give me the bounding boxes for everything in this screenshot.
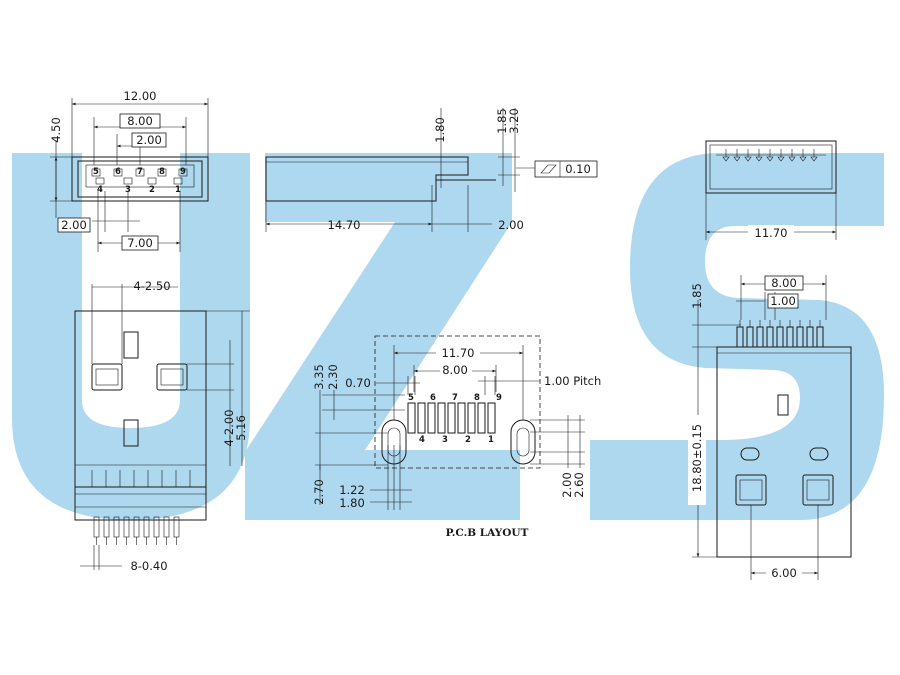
side-d2-dim: 3.20	[507, 108, 521, 134]
pcb-pad	[437, 402, 446, 434]
pcb-pad	[417, 402, 426, 434]
side-d1-dim: 1.85	[495, 108, 509, 134]
pcb-span-dim: 11.70	[442, 346, 475, 360]
pcb-pad	[447, 402, 456, 434]
front-pin-label: 3	[125, 185, 131, 195]
pcb-layout: 5 6 7 8 9 4 3 2 1 11.70 8.00 0.70 1.00 Pitch	[312, 335, 601, 539]
pcb-slot-spacing-dim: 1.80	[339, 496, 365, 510]
pcb-pad	[467, 402, 476, 434]
rear-contact-tip	[777, 156, 785, 162]
front-view: 5 6 7 8 9 4 3 2 1 12.00 8.00 2.00 4.50 2.00	[49, 89, 209, 252]
rear-contact-tip	[722, 156, 730, 162]
right-top-view: 8.00 1.00 1.85 18.80±0.15 6.00	[688, 275, 852, 580]
side-flatness-dim: 0.10	[565, 162, 591, 176]
pcb-pitch-dim: 1.00 Pitch	[544, 374, 601, 388]
front-contact-lower	[123, 177, 133, 185]
rear-view: 11.70	[705, 140, 837, 240]
pcb-layout-title: P.C.B LAYOUT	[446, 527, 529, 539]
side-tail-dim: 2.00	[498, 218, 524, 232]
front-contact-lower	[173, 177, 183, 185]
pcb-pad-width-dim: 0.70	[345, 376, 371, 390]
front-pin-label: 7	[137, 167, 143, 177]
front-pin-label: 5	[93, 167, 99, 177]
pcb-inner-dim: 8.00	[442, 363, 468, 377]
pcb-pin-label: 9	[496, 393, 502, 403]
side-length-dim: 14.70	[328, 218, 361, 232]
rear-contact-tip	[799, 156, 807, 162]
pcb-pin-label: 1	[488, 435, 494, 445]
right-tip-dim: 1.85	[690, 283, 704, 309]
rear-width-dim: 11.70	[755, 226, 788, 240]
rear-contact-tip	[788, 156, 796, 162]
front-bottom-pitch-dim: 2.00	[61, 218, 87, 232]
front-pin-label: 9	[180, 167, 186, 177]
front-width-dim: 12.00	[124, 89, 157, 103]
pcb-d335-dim: 3.35	[312, 364, 326, 390]
pcb-pin-label: 2	[465, 435, 471, 445]
pcb-d230-dim: 2.30	[326, 364, 340, 390]
pcb-pin-label: 8	[474, 393, 480, 403]
front-pin-label: 6	[115, 167, 121, 177]
pcb-pin-label: 6	[430, 393, 436, 403]
pcb-d200-dim: 2.00	[560, 472, 574, 498]
front-bottom-span-dim: 7.00	[127, 236, 153, 250]
front-pin-label: 4	[97, 185, 103, 195]
right-inner-dim: 8.00	[771, 276, 797, 290]
top-d2-dim: 5.16	[234, 415, 248, 441]
pcb-pin-label: 4	[419, 435, 425, 445]
front-pitch-dim: 2.00	[136, 133, 162, 147]
pcb-d260-dim: 2.60	[572, 472, 586, 498]
rear-contact-tip	[733, 156, 741, 162]
pcb-pad	[407, 402, 416, 434]
right-pitch-dim: 1.00	[770, 294, 796, 308]
front-contact	[135, 168, 145, 177]
pcb-pad	[487, 402, 496, 434]
top-leads-dim: 8-0.40	[130, 559, 167, 573]
side-step-dim: 1.80	[433, 117, 447, 143]
front-contact	[113, 168, 123, 177]
pcb-pad	[427, 402, 436, 434]
front-contact	[157, 168, 167, 177]
rear-contact-tip	[810, 156, 818, 162]
top-holes-dim: 4-2.50	[133, 279, 170, 293]
rear-contact-tip	[766, 156, 774, 162]
right-length-dim: 18.80±0.15	[690, 424, 704, 492]
front-pin-label: 2	[149, 185, 155, 195]
pcb-d270-dim: 2.70	[312, 479, 326, 505]
pcb-pad	[457, 402, 466, 434]
pcb-pin-label: 7	[452, 393, 458, 403]
front-contact-lower	[95, 177, 105, 185]
side-view: 14.70 2.00 1.80 1.85 3.20 0.10	[265, 108, 598, 232]
rear-contact-tip	[755, 156, 763, 162]
pcb-pin-label: 5	[408, 393, 414, 403]
top-d1-dim: 4-2.00	[222, 409, 236, 446]
rear-contact-tip	[744, 156, 752, 162]
front-pin-label: 1	[175, 185, 181, 195]
front-contact-lower	[147, 177, 157, 185]
front-inner-dim: 8.00	[127, 114, 153, 128]
front-contact	[91, 168, 101, 177]
right-peg-spacing-dim: 6.00	[771, 566, 797, 580]
pcb-pin-label: 3	[442, 435, 448, 445]
front-height-dim: 4.50	[49, 117, 63, 143]
pcb-pad	[477, 402, 486, 434]
top-view: 4-2.50 4-2.00 5.16 8-0.40	[74, 279, 250, 573]
pcb-slot-width-dim: 1.22	[339, 483, 365, 497]
front-pin-label: 8	[159, 167, 165, 177]
front-contact	[178, 168, 188, 177]
